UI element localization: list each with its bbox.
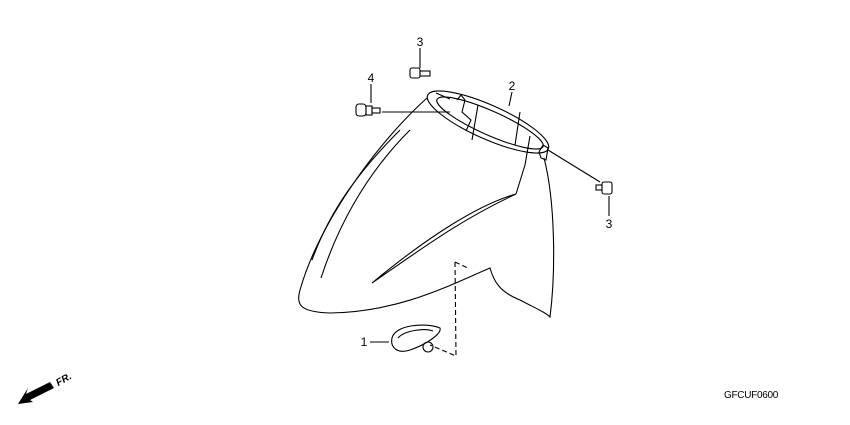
drawing-code: GFCUF0600 [724, 390, 778, 401]
leader-lines [370, 48, 610, 343]
bolt-4 [355, 103, 381, 117]
clip-1 [391, 324, 441, 353]
mounting-tab [538, 144, 549, 161]
fender-crease-lower [371, 164, 526, 284]
fender-crease [311, 129, 411, 279]
callout-4: 4 [367, 71, 375, 85]
callout-3-right: 3 [605, 217, 613, 231]
bolt-3-right [595, 181, 613, 195]
fender-opening [426, 90, 550, 154]
front-direction-arrow-icon [18, 382, 54, 404]
bolt-3-top [409, 67, 431, 79]
callout-1: 1 [360, 335, 368, 349]
callout-2: 2 [508, 79, 516, 93]
callout-3-top: 3 [416, 35, 424, 49]
fender-opening-inner [436, 96, 544, 150]
clip-guide [429, 261, 469, 357]
mounting-bracket [456, 94, 531, 166]
